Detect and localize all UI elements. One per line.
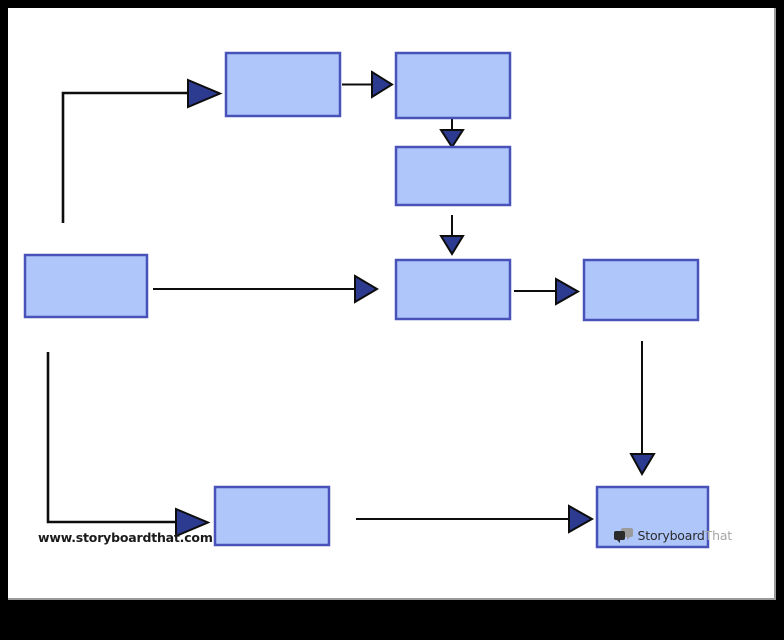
node-n1[interactable] [224,51,342,118]
arrowhead-icon [175,507,211,538]
worksheet-canvas: www.storyboardthat.com StoryboardThat [8,8,776,600]
brand-primary-text: Storyboard [637,528,705,543]
arrowhead-icon [439,235,465,256]
edge-n4-to-n1 [61,78,223,223]
arrowhead-icon [187,78,223,109]
brand-secondary-text: That [704,528,733,543]
edge-n3-to-n5 [439,215,465,256]
node-box[interactable] [224,51,342,118]
arrowhead-icon [568,504,595,534]
node-box[interactable] [394,51,512,120]
flowchart-diagram [8,8,776,600]
node-n4[interactable] [23,253,149,319]
arrowhead-icon [439,129,465,149]
footer-bar: www.storyboardthat.com StoryboardThat [16,522,764,556]
speech-bubbles-icon [613,528,633,543]
arrowhead-icon [354,274,379,304]
node-n7[interactable] [213,485,331,547]
arrowhead-icon [371,70,394,99]
site-url-text: www.storyboardthat.com [38,530,213,545]
brand-wordmark: StoryboardThat [637,528,733,543]
node-box[interactable] [394,258,512,321]
node-box[interactable] [582,258,700,322]
edge-n7-to-n8 [356,504,595,534]
arrowhead-icon [555,277,581,306]
node-box[interactable] [23,253,149,319]
node-box[interactable] [394,145,512,207]
node-n3[interactable] [394,145,512,207]
storyboardthat-logo[interactable]: StoryboardThat [613,528,733,543]
node-n2[interactable] [394,51,512,120]
edge-n1-to-n2 [342,70,394,99]
node-box[interactable] [213,485,331,547]
node-n6[interactable] [582,258,700,322]
edge-n5-to-n6 [514,277,581,306]
arrowhead-icon [629,453,656,477]
edge-n2-to-n3 [439,119,465,149]
edge-n6-to-n8 [629,341,656,477]
edge-n4-to-n5 [153,274,379,304]
flowchart-svg [23,51,710,549]
node-n5[interactable] [394,258,512,321]
edge-n4-to-n7 [46,352,211,538]
